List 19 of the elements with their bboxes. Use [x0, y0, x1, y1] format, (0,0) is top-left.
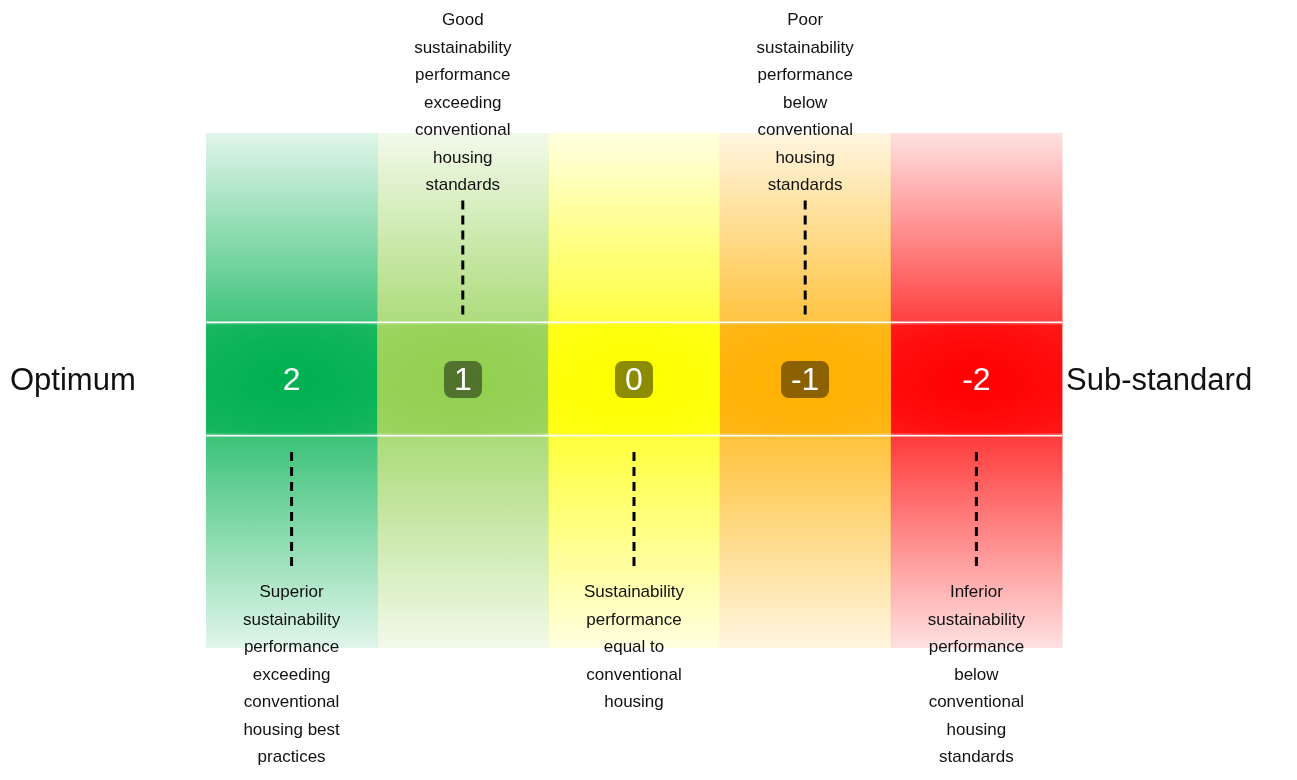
scale-end-label: Sub-standard — [1066, 362, 1253, 398]
description-text: Sustainability performance equal to conventional housing — [570, 578, 698, 716]
score-number: 1 — [443, 360, 482, 398]
score-number: -2 — [961, 360, 992, 398]
leader-line — [803, 200, 807, 315]
description-text: Poor sustainability performance below conventional housing standards — [741, 6, 870, 199]
score-number: -1 — [780, 360, 830, 398]
scale-end-label: Optimum — [10, 362, 136, 398]
score-number: 0 — [615, 360, 653, 398]
score-cell — [548, 323, 720, 435]
leader-line — [461, 200, 465, 315]
score-cell — [377, 323, 549, 435]
score-cell — [206, 323, 378, 435]
description-text: Superior sustainability performance exceeding conventional housing best practices — [227, 578, 356, 771]
description-text: Good sustainability performance exceeding conventional housing standards — [398, 6, 527, 199]
score-cell — [719, 323, 891, 435]
score-cell — [890, 323, 1062, 435]
score-number: 2 — [281, 360, 302, 398]
description-text: Inferior sustainability performance below conventional housing standards — [912, 578, 1041, 771]
